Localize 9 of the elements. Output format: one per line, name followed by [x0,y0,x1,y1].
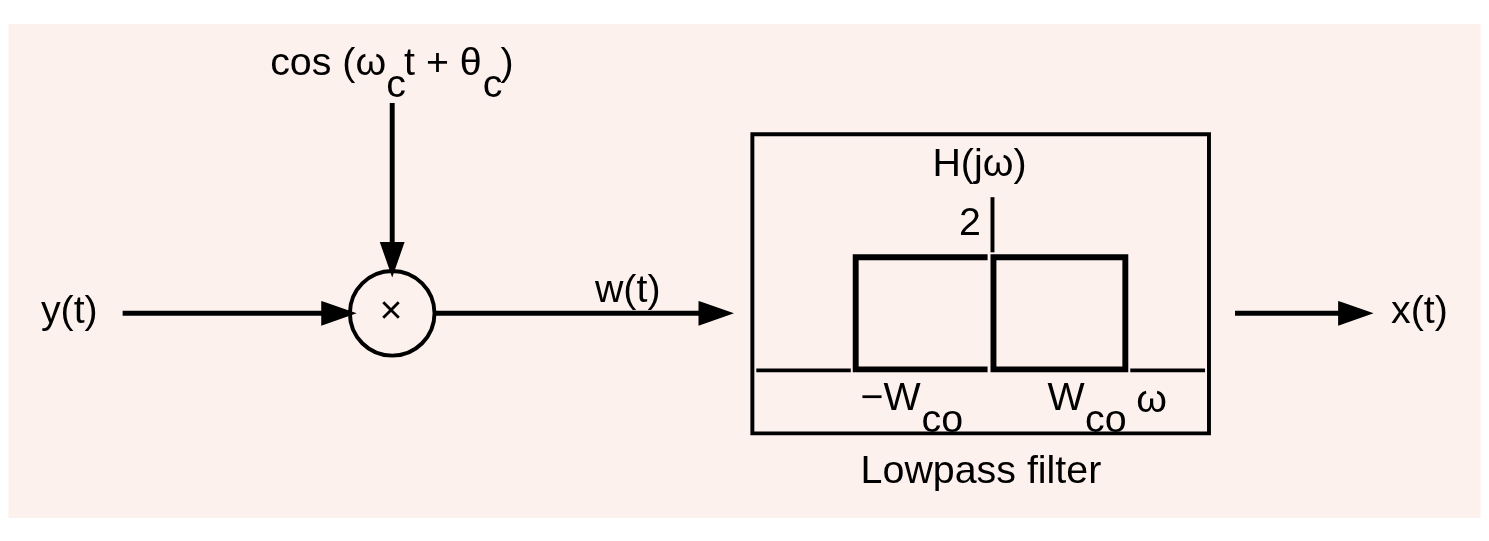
node-circle: × [347,268,437,358]
edge-label: w(t) [594,265,661,310]
node-text: y(t) [40,286,98,331]
arrow [379,102,405,277]
node-label: Lowpass filter [860,446,1102,491]
arrow [1235,300,1374,326]
node-text: x(t) [1391,286,1448,331]
arrow [122,300,357,326]
arrow [435,300,734,326]
